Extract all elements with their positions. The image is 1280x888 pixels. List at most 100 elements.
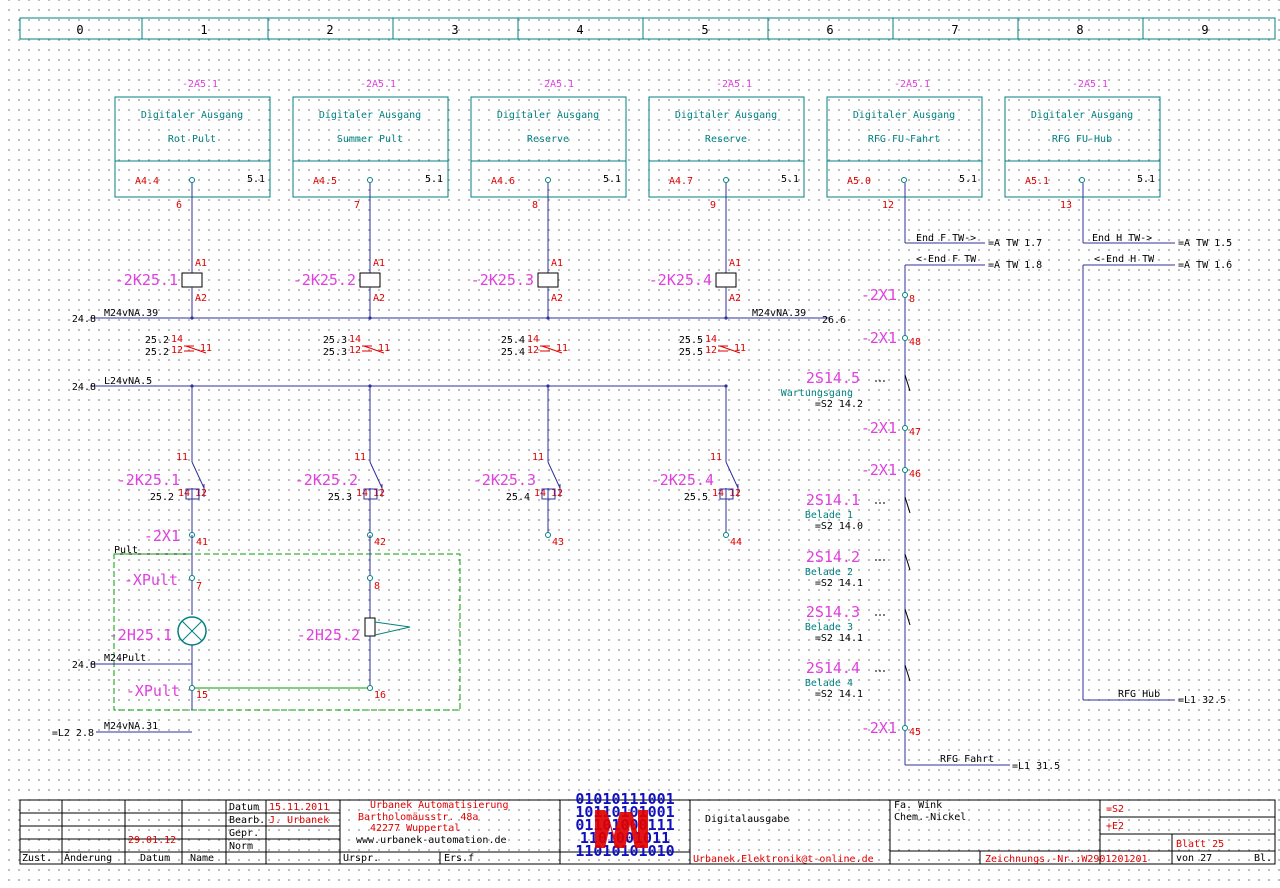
module-ref-1: -2A5.1 xyxy=(360,79,396,90)
xref-12-1: 12 xyxy=(349,345,361,356)
column-number-4: 4 xyxy=(576,23,583,37)
module-addr-5: A5.1 xyxy=(1025,176,1049,187)
chain-terminal-46 xyxy=(902,467,908,473)
tb-customer2: Chem.-Nickel xyxy=(894,812,966,823)
m24pult-label: M24Pult xyxy=(104,653,146,664)
tb-rev-date: 29.01.12 xyxy=(128,835,176,846)
module-terminal-0 xyxy=(189,177,195,183)
module-function-1: Summer Pult xyxy=(337,134,403,145)
relay-coil-2 xyxy=(537,272,559,288)
pult-term-8: 8 xyxy=(374,581,380,592)
tb-email: Urbanek.Elektronik@t-online.de xyxy=(693,854,874,865)
column-number-5: 5 xyxy=(701,23,708,37)
contact-blade-3 xyxy=(725,461,739,489)
tb-street: Bartholomäusstr. 48a xyxy=(358,812,478,823)
tb-city: 42277 Wuppertal xyxy=(370,823,460,834)
switch-name-0: Wartungsgang xyxy=(781,388,853,399)
xref-11-0: 11 xyxy=(200,343,212,354)
tb-gepr-label: Gepr. xyxy=(229,828,259,839)
tb-title: Digitalausgabe xyxy=(705,814,789,825)
module-function-0: Rot Pult xyxy=(168,134,216,145)
switch-tag-0: 2S14.5 xyxy=(806,369,860,387)
contact-box xyxy=(363,488,378,500)
contact-14-3: 14 xyxy=(712,488,724,499)
switch-contact-1 xyxy=(904,496,911,514)
buzzer-horn xyxy=(374,621,411,636)
switch-ref-3: =S2 14.1 xyxy=(815,633,863,644)
module-ref-0: -2A5.1 xyxy=(182,79,218,90)
module-title-5: Digitaler Ausgang xyxy=(1031,110,1133,121)
contact-blade-1 xyxy=(369,461,383,489)
terminal-label-1: 42 xyxy=(374,537,386,548)
module-terminal-4 xyxy=(901,177,907,183)
pult-enclosure xyxy=(113,553,461,711)
xref-b-3: 25.5 xyxy=(679,347,703,358)
xref-12-0: 12 xyxy=(171,345,183,356)
terminal-tag-2x1: -2X1 xyxy=(144,527,180,545)
rfg-fahrt-label: RFG Fahrt xyxy=(940,754,994,765)
relay-a2-0: A2 xyxy=(195,293,207,304)
relay-coil-1 xyxy=(359,272,381,288)
tb-name-col: Name xyxy=(190,853,214,864)
switch-name-4: Belade 4 xyxy=(805,678,853,689)
l2-ref: =L2 2.8 xyxy=(52,728,94,739)
module-addr-3: A4.7 xyxy=(669,176,693,187)
module-title-0: Digitaler Ausgang xyxy=(141,110,243,121)
module-ref-2: -2A5.1 xyxy=(538,79,574,90)
module-addr-1: A4.5 xyxy=(313,176,337,187)
m24-label-left: M24vNA.39 xyxy=(104,308,158,319)
column-header-frame xyxy=(19,17,1276,40)
tb-ersf: Ers.f xyxy=(444,853,474,864)
xref-a-2: 25.4 xyxy=(501,335,525,346)
xref-12-2: 12 xyxy=(527,345,539,356)
chain-term-4: 45 xyxy=(909,727,921,738)
m24-ref-right: 26.6 xyxy=(822,315,846,326)
logo-bits-0: 01010111001 xyxy=(575,790,674,808)
contact-box xyxy=(185,488,200,500)
logo-mark-icon xyxy=(595,810,648,848)
xref-contact xyxy=(185,345,207,354)
switch-tag-1: 2S14.1 xyxy=(806,491,860,509)
switch-ref-4: =S2 14.1 xyxy=(815,689,863,700)
contact-12-2: 12 xyxy=(551,488,563,499)
module-pin-2: 5.1 xyxy=(603,174,621,185)
column-number-2: 2 xyxy=(326,23,333,37)
module-pin-4: 5.1 xyxy=(959,174,977,185)
relay-tag-0: -2K25.1 xyxy=(115,271,178,289)
tb-datum: 15.11.2011 xyxy=(269,802,329,813)
terminal-label-0: 41 xyxy=(196,537,208,548)
xref-b-1: 25.3 xyxy=(323,347,347,358)
xref-14-1: 14 xyxy=(349,334,361,345)
contact-14-2: 14 xyxy=(534,488,546,499)
title-block xyxy=(19,799,1276,865)
contact-11-1: 11 xyxy=(354,452,366,463)
module-terminal-5 xyxy=(1079,177,1085,183)
module-function-2: Reserve xyxy=(527,134,569,145)
pult-term-15: 15 xyxy=(196,690,208,701)
contact-11-2: 11 xyxy=(532,452,544,463)
contact-tag-3: -2K25.4 xyxy=(651,471,714,489)
contact-box xyxy=(541,488,556,500)
relay-tag-2: -2K25.3 xyxy=(471,271,534,289)
xref-contact xyxy=(541,345,563,354)
chain-terminal-8 xyxy=(902,292,908,298)
buzzer-tag: -2H25.2 xyxy=(297,626,360,644)
relay-a1-0: A1 xyxy=(195,258,207,269)
module-terminal-2 xyxy=(545,177,551,183)
switch-name-3: Belade 3 xyxy=(805,622,853,633)
chain-term-2: 47 xyxy=(909,427,921,438)
module-wire-1: 7 xyxy=(354,200,360,211)
relay-coil-3 xyxy=(715,272,737,288)
module-terminal-1 xyxy=(367,177,373,183)
relay-a2-2: A2 xyxy=(551,293,563,304)
switch-contact-2 xyxy=(904,553,911,571)
lamp-tag: -2H25.1 xyxy=(109,626,172,644)
xref-14-2: 14 xyxy=(527,334,539,345)
m24pult-ref: 24.8 xyxy=(72,660,96,671)
xref-a-0: 25.2 xyxy=(145,335,169,346)
contact-ref-0: 25.2 xyxy=(150,492,174,503)
module-terminal-3 xyxy=(723,177,729,183)
contact-tag-2: -2K25.3 xyxy=(473,471,536,489)
contact-12-0: 12 xyxy=(195,488,207,499)
